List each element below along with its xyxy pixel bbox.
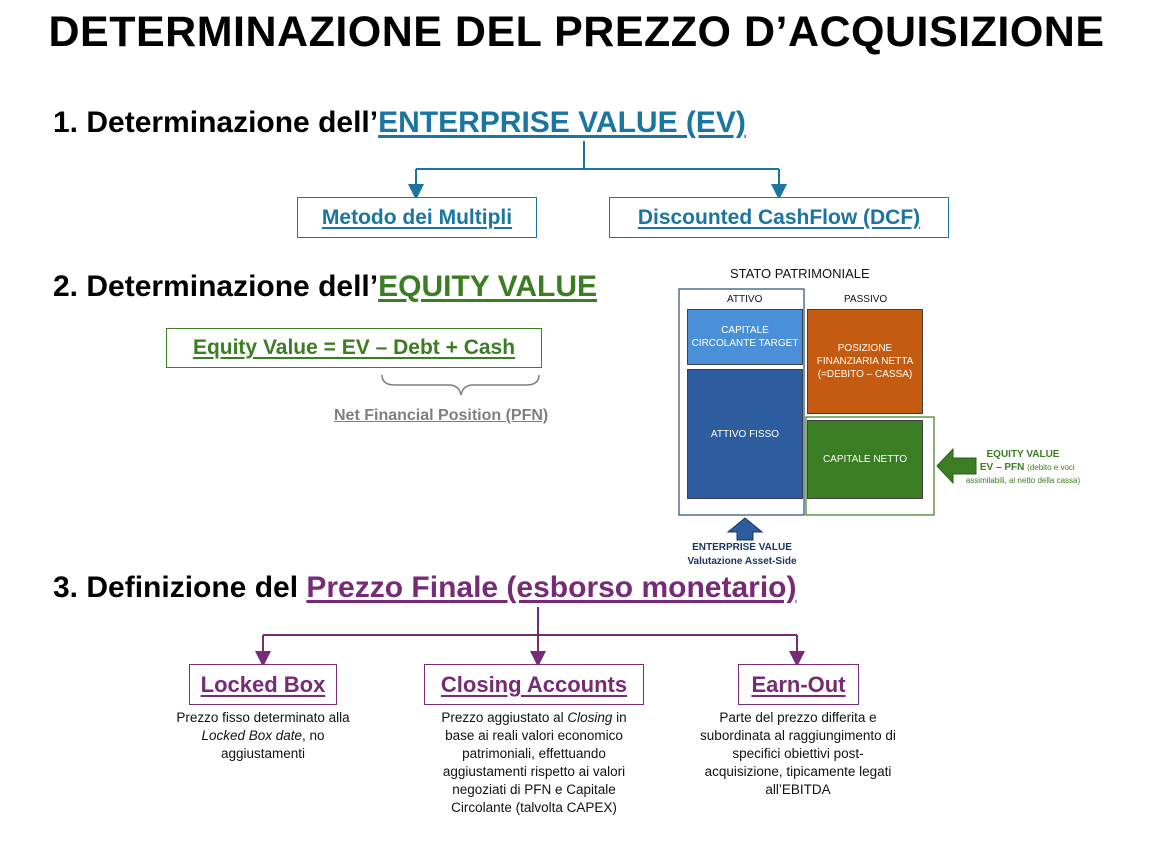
attivo-fisso-cell: ATTIVO FISSO bbox=[687, 369, 803, 499]
pfn-label: Net Financial Position (PFN) bbox=[334, 407, 549, 424]
equity-note-line1: (debito e voci bbox=[1027, 463, 1075, 472]
section1-prefix: 1. Determinazione dell’ bbox=[53, 106, 379, 139]
locked-box-description: Prezzo fisso determinato alla Locked Box… bbox=[176, 710, 350, 761]
closing-accounts-option: Closing Accounts bbox=[424, 664, 644, 705]
attivo-outline bbox=[678, 288, 805, 516]
equity-label-line1: EQUITY VALUE bbox=[986, 449, 1060, 460]
pfn-brace bbox=[381, 374, 540, 396]
stato-patrimoniale-title: STATO PATRIMONIALE bbox=[730, 266, 870, 281]
equity-outline bbox=[805, 416, 935, 516]
ev-label-line1: ENTERPRISE VALUE bbox=[692, 542, 792, 553]
equity-note-line2: assimilabili, al netto della cassa) bbox=[965, 476, 1081, 485]
closing-accounts-description: Prezzo aggiustato al Closing in base ai … bbox=[441, 710, 627, 815]
capitale-circolante-cell: CAPITALE CIRCOLANTE TARGET bbox=[687, 309, 803, 365]
equity-left-arrow-icon bbox=[936, 447, 977, 485]
price-tree-connector bbox=[255, 607, 805, 667]
earn-out-description: Parte del prezzo differita e subordinata… bbox=[700, 710, 896, 797]
ev-asset-side-label: ENTERPRISE VALUE Valutazione Asset-Side bbox=[682, 541, 802, 569]
section2-prefix: 2. Determinazione dell’ bbox=[53, 270, 379, 303]
section2-heading: 2. Determinazione dell’EQUITY VALUE bbox=[53, 270, 597, 304]
passivo-label: PASSIVO bbox=[844, 294, 888, 305]
ev-label-line2: Valutazione Asset-Side bbox=[687, 556, 797, 567]
method-multipli-box: Metodo dei Multipli bbox=[297, 197, 537, 238]
equity-value-side-label: EQUITY VALUE = EV – PFN (debito e voci a… bbox=[958, 448, 1088, 487]
section2-highlight: EQUITY VALUE bbox=[378, 270, 598, 303]
equity-formula-box: Equity Value = EV – Debt + Cash bbox=[166, 328, 542, 368]
section3-heading: 3. Definizione del Prezzo Finale (esbors… bbox=[53, 571, 796, 605]
pfn-cell: POSIZIONE FINANZIARIA NETTA (=DEBITO – C… bbox=[807, 309, 923, 414]
method-dcf-box: Discounted CashFlow (DCF) bbox=[609, 197, 949, 238]
attivo-label: ATTIVO bbox=[727, 294, 763, 305]
section3-highlight: Prezzo Finale (esborso monetario) bbox=[306, 571, 797, 604]
locked-box-option: Locked Box bbox=[189, 664, 337, 705]
section3-prefix: 3. Definizione del bbox=[53, 571, 307, 604]
earn-out-option: Earn-Out bbox=[738, 664, 859, 705]
section1-highlight: ENTERPRISE VALUE (EV) bbox=[378, 106, 746, 139]
page-title: DETERMINAZIONE DEL PREZZO D’ACQUISIZIONE bbox=[48, 8, 1105, 56]
section1-heading: 1. Determinazione dell’ENTERPRISE VALUE … bbox=[53, 106, 746, 140]
equity-label-line2: = EV – PFN bbox=[971, 462, 1025, 473]
ev-up-arrow-icon bbox=[726, 517, 764, 541]
capitale-netto-cell: CAPITALE NETTO bbox=[807, 420, 923, 499]
ev-tree-connector bbox=[408, 141, 787, 200]
